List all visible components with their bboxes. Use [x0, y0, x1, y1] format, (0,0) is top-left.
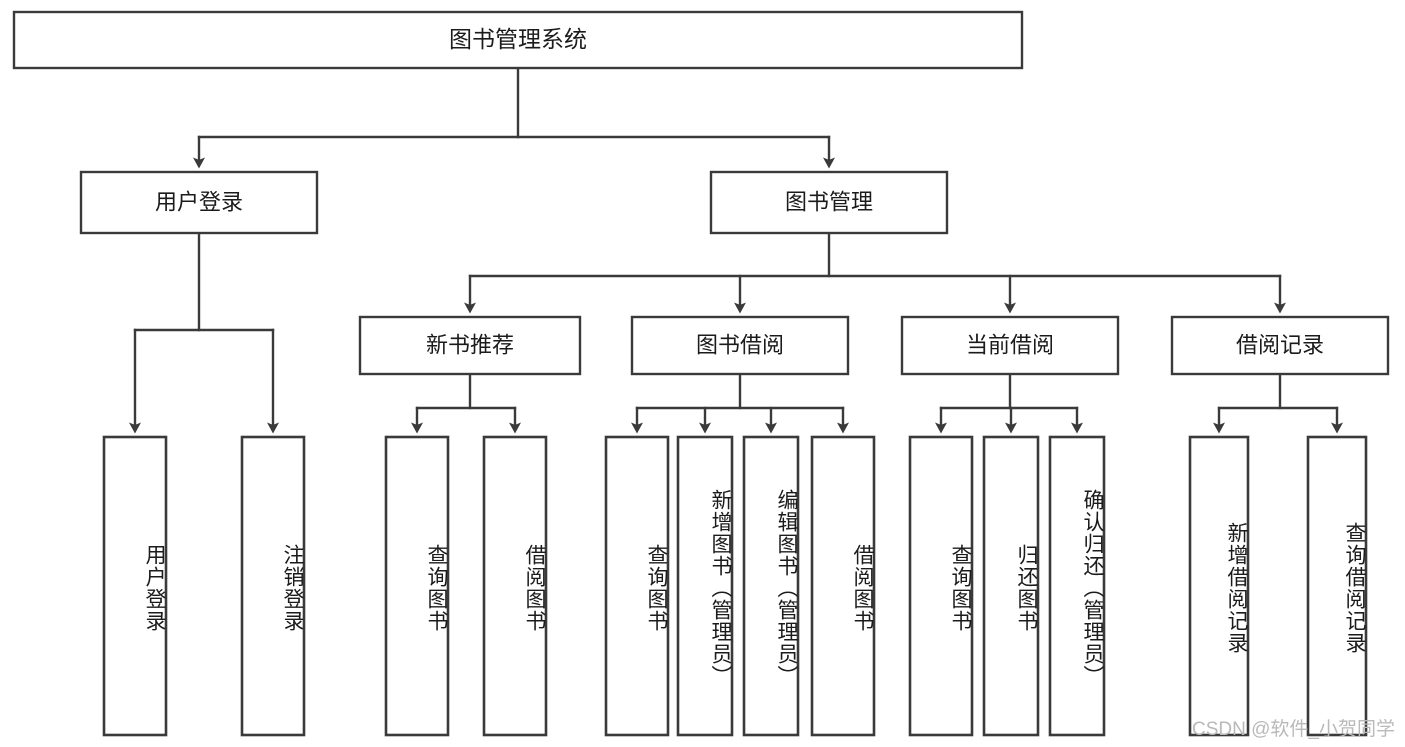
node-leaf-10[interactable]: 确认归还（管理员）: [1048, 435, 1106, 737]
node-label-wrapper: 编辑图书（管理员）: [775, 489, 798, 687]
node-label-wrapper: 查询图书: [949, 544, 972, 632]
node-label: 用户登录: [143, 544, 166, 632]
node-label-wrapper: 用户登录: [143, 544, 166, 632]
node-label: 借阅记录: [1236, 332, 1324, 357]
node-label-wrapper: 注销登录: [281, 544, 304, 632]
node-label-wrapper: 查询图书: [425, 544, 448, 632]
node-label-wrapper: 确认归还（管理员）: [1081, 489, 1104, 687]
node-leaf-6[interactable]: 编辑图书（管理员）: [742, 435, 800, 737]
node-leaf-3[interactable]: 借阅图书: [482, 435, 548, 737]
node-label: 新增借阅记录: [1225, 522, 1248, 654]
node-label: 新增图书（管理员）: [709, 489, 732, 687]
node-label: 新书推荐: [426, 332, 514, 357]
node-box: [1188, 435, 1250, 737]
node-box: [742, 435, 800, 737]
node-leaf-5[interactable]: 新增图书（管理员）: [676, 435, 734, 737]
node-label: 当前借阅: [966, 332, 1054, 357]
node-box: [908, 435, 974, 737]
node-box: [1048, 435, 1106, 737]
node-box: [12, 10, 1024, 70]
node-box: [900, 315, 1120, 376]
node-box: [102, 435, 168, 737]
node-leaf-4[interactable]: 查询图书: [604, 435, 670, 737]
node-leaf-12[interactable]: 查询借阅记录: [1306, 435, 1368, 737]
node-label: 图书借阅: [696, 332, 784, 357]
connectors-layer: [129, 66, 1343, 434]
node-level3-2[interactable]: 当前借阅: [900, 315, 1120, 376]
node-label: 借阅图书: [851, 544, 874, 632]
node-label-wrapper: 新增借阅记录: [1225, 522, 1248, 654]
node-label: 借阅图书: [523, 544, 546, 632]
node-label: 确认归还（管理员）: [1081, 489, 1104, 687]
node-label: 用户登录: [155, 189, 243, 214]
node-label: 归还图书: [1015, 544, 1038, 632]
node-level2-0[interactable]: 用户登录: [79, 170, 319, 235]
node-label: 注销登录: [281, 544, 304, 632]
node-leaf-11[interactable]: 新增借阅记录: [1188, 435, 1250, 737]
node-level3-1[interactable]: 图书借阅: [630, 315, 850, 376]
node-label-wrapper: 新增图书（管理员）: [709, 489, 732, 687]
node-box: [482, 435, 548, 737]
node-box: [604, 435, 670, 737]
nodes-layer: 图书管理系统用户登录图书管理新书推荐图书借阅当前借阅借阅记录用户登录注销登录查询…: [12, 10, 1390, 737]
node-box: [630, 315, 850, 376]
node-leaf-1[interactable]: 注销登录: [240, 435, 306, 737]
node-label: 查询图书: [645, 544, 668, 632]
node-box: [358, 315, 582, 376]
node-box: [982, 435, 1040, 737]
node-label: 查询图书: [425, 544, 448, 632]
node-level2-1[interactable]: 图书管理: [709, 170, 949, 235]
node-label: 查询图书: [949, 544, 972, 632]
node-root-0[interactable]: 图书管理系统: [12, 10, 1024, 70]
node-box: [709, 170, 949, 235]
node-leaf-8[interactable]: 查询图书: [908, 435, 974, 737]
node-box: [79, 170, 319, 235]
node-leaf-0[interactable]: 用户登录: [102, 435, 168, 737]
node-label-wrapper: 查询借阅记录: [1343, 522, 1366, 654]
node-label-wrapper: 借阅图书: [523, 544, 546, 632]
node-label: 查询借阅记录: [1343, 522, 1366, 654]
node-box: [240, 435, 306, 737]
node-label-wrapper: 借阅图书: [851, 544, 874, 632]
node-label: 图书管理: [785, 189, 873, 214]
node-leaf-9[interactable]: 归还图书: [982, 435, 1040, 737]
node-box: [676, 435, 734, 737]
node-leaf-7[interactable]: 借阅图书: [810, 435, 876, 737]
node-label: 图书管理系统: [449, 26, 587, 52]
node-leaf-2[interactable]: 查询图书: [384, 435, 450, 737]
node-box: [384, 435, 450, 737]
node-box: [1170, 315, 1390, 376]
node-box: [810, 435, 876, 737]
node-label-wrapper: 查询图书: [645, 544, 668, 632]
node-label-wrapper: 归还图书: [1015, 544, 1038, 632]
node-box: [1306, 435, 1368, 737]
node-level3-3[interactable]: 借阅记录: [1170, 315, 1390, 376]
node-label: 编辑图书（管理员）: [775, 489, 798, 687]
node-level3-0[interactable]: 新书推荐: [358, 315, 582, 376]
